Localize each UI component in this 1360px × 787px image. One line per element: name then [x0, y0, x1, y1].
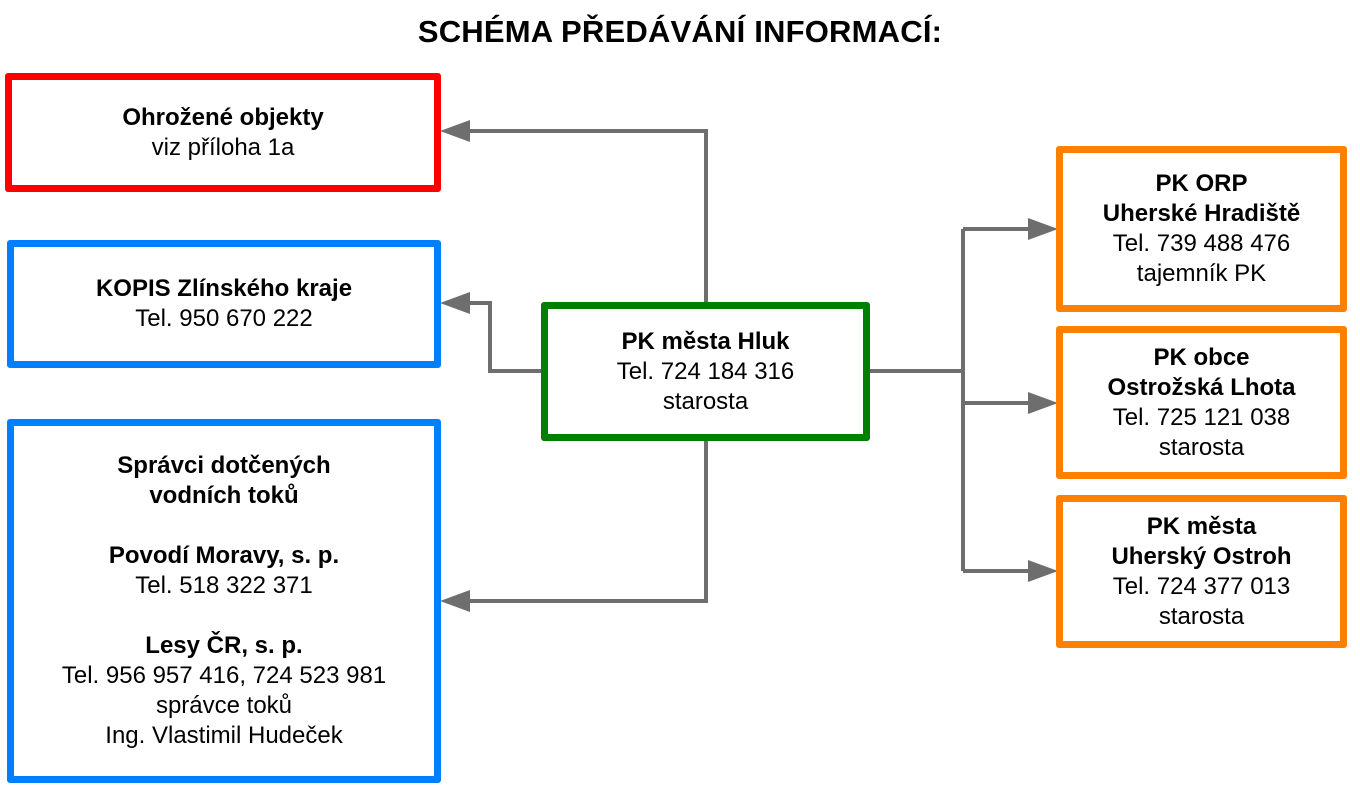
ostrozska-lhota-phone: Tel. 725 121 038 [1112, 403, 1291, 431]
water-managers-heading-1: Správci dotčených [117, 452, 331, 479]
ostrozska-lhota-name-line-2: Ostrožská Lhota [1107, 373, 1296, 401]
center-phone: Tel. 724 184 316 [616, 357, 795, 385]
ostrozska-lhota-name-line-1: PK obce [1153, 343, 1250, 371]
kopis-title: KOPIS Zlínského kraje [95, 275, 353, 302]
kopis-box: KOPIS Zlínského kraje Tel. 950 670 222 [7, 240, 441, 368]
arrowhead-threatened [440, 120, 470, 142]
lesy-cr-role: správce toků [155, 692, 293, 719]
orp-uherske-hradiste-box: PK ORP Uherské Hradiště Tel. 739 488 476… [1056, 146, 1347, 312]
ostrozska-lhota-box: PK obce Ostrožská Lhota Tel. 725 121 038… [1056, 326, 1347, 479]
arrowhead-orp [1028, 218, 1058, 240]
arrowhead-ostrozska-lhota [1028, 392, 1058, 414]
threatened-objects-title: Ohrožené objekty [122, 103, 324, 131]
threatened-objects-note: viz příloha 1a [151, 133, 295, 161]
center-title: PK města Hluk [621, 327, 790, 355]
water-managers-box: Správci dotčených vodních toků Povodí Mo… [7, 419, 441, 783]
arrowhead-kopis [440, 292, 470, 314]
arrowhead-uhersky-ostroh [1028, 560, 1058, 582]
center-role: starosta [662, 387, 749, 415]
threatened-objects-box: Ohrožené objekty viz příloha 1a [5, 73, 441, 192]
connector-to-kopis [468, 301, 543, 373]
povodi-moravy-name: Povodí Moravy, s. p. [108, 542, 340, 569]
arrowhead-water-managers [440, 590, 470, 612]
uhersky-ostroh-box: PK města Uherský Ostroh Tel. 724 377 013… [1056, 495, 1347, 648]
lesy-cr-phone: Tel. 956 957 416, 724 523 981 [61, 662, 387, 689]
ostrozska-lhota-role: starosta [1158, 433, 1245, 461]
orp-phone: Tel. 739 488 476 [1112, 230, 1291, 257]
water-managers-heading-2: vodních toků [149, 482, 299, 509]
orp-name-line-1: PK ORP [1155, 170, 1248, 197]
povodi-moravy-phone: Tel. 518 322 371 [135, 572, 313, 599]
uhersky-ostroh-phone: Tel. 724 377 013 [1112, 572, 1291, 600]
uhersky-ostroh-name-line-2: Uherský Ostroh [1111, 542, 1292, 570]
connector-to-water-managers [468, 438, 708, 603]
connector-to-threatened [468, 129, 708, 304]
uhersky-ostroh-role: starosta [1158, 602, 1245, 630]
lesy-cr-person: Ing. Vlastimil Hudeček [105, 722, 343, 749]
uhersky-ostroh-name-line-1: PK města [1146, 512, 1257, 540]
orp-name-line-2: Uherské Hradiště [1102, 200, 1301, 227]
diagram-title: SCHÉMA PŘEDÁVÁNÍ INFORMACÍ: [417, 14, 943, 49]
orp-role: tajemník PK [1136, 260, 1267, 287]
center-hluk-box: PK města Hluk Tel. 724 184 316 starosta [541, 302, 870, 441]
lesy-cr-name: Lesy ČR, s. p. [145, 632, 303, 659]
kopis-phone: Tel. 950 670 222 [135, 305, 313, 332]
